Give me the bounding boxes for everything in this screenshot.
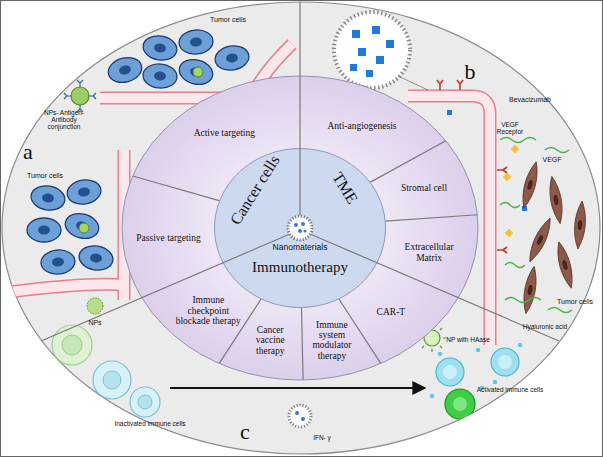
segment-label: Anti-angiogenesis [312, 120, 412, 130]
tumor-cell [142, 63, 178, 90]
nanoparticle [79, 223, 89, 233]
middle-ring [122, 76, 478, 380]
annotation-label: Activated immune cells [477, 386, 543, 393]
core-circle: Cancer cellsTMENanomaterialsImmunotherap… [214, 148, 386, 308]
ring-segment: Extracellular Matrix [396, 237, 462, 267]
tumor-cell [141, 33, 179, 63]
annotation-label: NPs [88, 319, 101, 327]
annotation-label: Hyaluronic acid [520, 323, 570, 330]
core-circle-outline [214, 148, 386, 308]
tumor-cell [29, 183, 67, 213]
sector-divider [133, 176, 219, 201]
annotation-label: Bevacizumab [509, 96, 551, 104]
ring-segment: Stromal cell [396, 173, 452, 203]
tumor-cell [62, 210, 101, 242]
drug-nanoparticle [334, 12, 428, 90]
tumor-cell [27, 218, 61, 242]
sector-divider [386, 215, 478, 221]
sector-divider [302, 308, 304, 380]
annotation-label: Inactivated immune cells [114, 420, 185, 427]
sector-dividers [41, 2, 559, 380]
ring-segment: Active targeting [188, 115, 260, 151]
sector-divider [370, 141, 445, 182]
panel-letter: c [240, 420, 250, 444]
segment-label: Passive targeting [136, 233, 202, 243]
tumor-cell [40, 249, 76, 276]
tumor-cell [213, 43, 251, 73]
core-label: Immunotherapy [252, 259, 348, 276]
ring-segment: Immune checkpoint blockade therapy [173, 286, 243, 336]
ring-segment: Anti-angiogenesis [312, 116, 412, 136]
activated-immune-cells [430, 343, 522, 419]
ring-segment: Passive targeting [136, 220, 202, 256]
hyaluronic-acid [500, 138, 572, 313]
ring-segment: Cancer vaccine therapy [246, 319, 294, 363]
annotation-label: NPs- Antigen-Antibody conjunction [38, 109, 90, 130]
core-circle-fill [215, 149, 386, 308]
inactivated-immune-cells [52, 325, 160, 417]
ifn-nanoparticle [289, 405, 311, 427]
panel-letter: a [23, 140, 33, 164]
annotation-label: Tumor cells [557, 298, 593, 306]
annotation-label: VEGF Receptor [490, 121, 530, 135]
nanoparticle [87, 298, 103, 314]
tumor-cell [65, 177, 103, 207]
segment-label: Cancer vaccine therapy [246, 325, 294, 356]
segment-label: Extracellular Matrix [396, 242, 462, 263]
tumor-cell [176, 56, 215, 88]
nanoparticle [193, 67, 203, 77]
annotation-label: IFN- γ [313, 434, 331, 441]
segment-label: Stromal cell [396, 183, 452, 193]
annotation-label: VEGF [542, 156, 561, 164]
ring-segment: CAR-T [366, 302, 416, 322]
annotation-label: Tumor cells [25, 172, 65, 180]
annotation-label: NP with HAase [446, 336, 490, 343]
segment-label: Active targeting [188, 128, 260, 138]
activation-arrow [170, 387, 425, 389]
ring-segment: Immune system modulator therapy [305, 319, 359, 363]
tumor-cell [77, 243, 115, 273]
panel-letter: b [465, 60, 476, 84]
segment-label: Immune checkpoint blockade therapy [173, 296, 243, 327]
tumor-cell [178, 29, 214, 56]
antibody-nanoparticle [64, 80, 96, 112]
panel-illustrations [10, 12, 587, 427]
stromal-cells [519, 160, 588, 314]
annotation-label: Tumor cells [208, 16, 248, 24]
tumor-cell [105, 54, 144, 86]
segment-label: CAR-T [366, 307, 416, 317]
segment-label: Immune system modulator therapy [305, 320, 359, 362]
core-label: Nanomaterials [273, 243, 328, 252]
